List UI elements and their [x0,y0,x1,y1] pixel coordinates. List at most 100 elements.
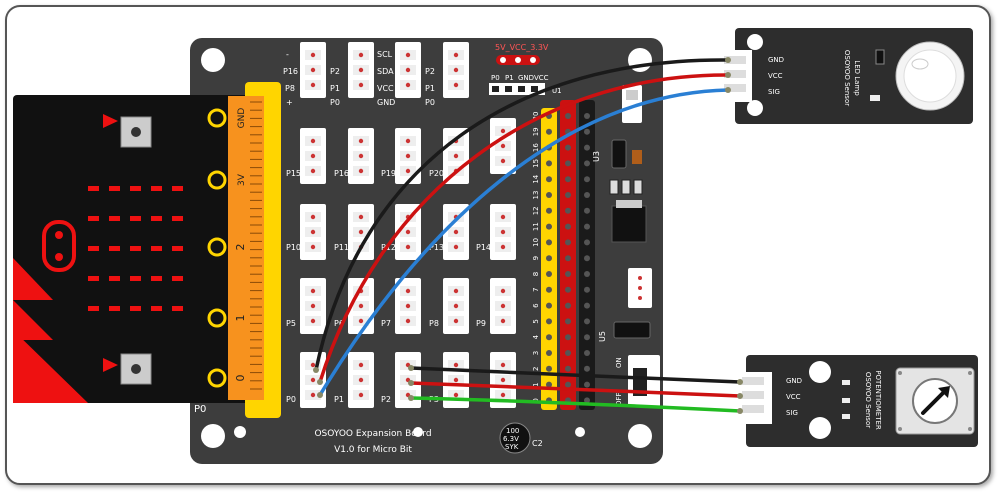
resistor [633,179,643,195]
rail-pin [565,271,571,277]
pin-label: P2 [425,67,435,76]
rail-pin [565,286,571,293]
edge-connector [228,96,264,400]
rail-number: 8 [532,272,540,276]
pin-label: P0 [425,98,435,107]
rail-pin [565,365,571,372]
port-3pin [490,204,516,260]
led-module-name: LED Lamp [853,60,861,96]
rail-number: 14 [532,174,540,183]
matrix-led [151,306,162,311]
port-3pin [348,278,374,334]
rail-pin [546,176,552,183]
port-label: P14 [476,243,491,252]
button-a-cap [131,127,141,137]
rail-pin [565,334,571,341]
rail-pin [584,334,590,341]
rail-number: 12 [532,206,540,215]
led-matrix [88,186,183,311]
rail-pin [546,365,552,372]
wire-black-pot [410,366,741,384]
rail-pin [565,113,571,119]
port-3pin [348,352,374,408]
header-label: P0 [491,74,500,82]
matrix-led [130,246,141,251]
port-label: P20 [429,169,444,178]
matrix-led [88,276,99,281]
rail-number: 13 [532,191,540,200]
rail-pin [565,381,571,388]
cap-value: 100 [506,427,519,435]
rail-pin [584,207,590,214]
rail-pin [565,192,571,198]
port-3pin [490,278,516,334]
led-pin-sig: SIG [768,88,780,96]
rail-pin [565,207,571,214]
wire-black-led [314,58,729,371]
port-label: P7 [381,319,391,328]
microbit-logo [42,220,76,272]
port-3pin [348,42,374,98]
rail-number: 4 [532,334,540,339]
matrix-led [130,186,141,191]
matrix-led [151,186,162,191]
matrix-led [88,306,99,311]
port-3pin [395,278,421,334]
port-label: P8 [429,319,439,328]
pin-label: P16 [283,67,298,76]
pot-module-name: POTENTIOMETER [874,370,882,430]
rail-pin [565,350,571,356]
wire-red-pot [410,381,741,398]
rail-pin [546,223,552,230]
port-label: P11 [334,243,349,252]
port-3pin [395,352,421,408]
port-3pin [395,204,421,260]
potentiometer-module: GND VCC SIG OSOYOO Sensor POTENTIOMETER [736,355,978,447]
cap-code: SYK [505,443,519,451]
matrix-led [109,216,120,221]
matrix-led [88,216,99,221]
ic-label: U5 [598,331,607,342]
rail-pin [584,113,590,119]
port-3pin [395,128,421,184]
matrix-led [151,216,162,221]
pin-label: - [286,50,289,59]
rail-pin [546,128,552,135]
rail-pin [584,192,590,198]
rail-pin [546,207,552,214]
knob-arrow-icon [921,390,946,415]
power-rail [560,100,576,410]
port-3pin [443,352,469,408]
matrix-led [109,276,120,281]
port-3pin [300,278,326,334]
pin-label: SDA [377,67,394,76]
rail-pin [546,255,552,262]
rail-pins [546,113,590,404]
port-3pin [300,128,326,184]
port-3pin [300,42,326,98]
rail-pin [584,350,590,356]
rail-pin [584,239,590,246]
ic-u3 [611,139,627,169]
matrix-led [88,246,99,251]
rail-pin [565,176,571,183]
pin-label: VCC [377,84,394,93]
rail-number: 20 [532,112,540,121]
wire-blue-led [318,88,729,396]
matrix-led [109,306,120,311]
rail-pin [546,318,552,325]
port-label: P19 [381,169,396,178]
header-label: P1 [505,74,514,82]
rail-pin [565,318,571,325]
rail-number: 1 [532,382,540,386]
rail-pin [565,144,571,151]
port-3pin [443,128,469,184]
port-label: P15 [286,169,301,178]
rail-pin [584,302,590,309]
mount-hole [201,48,225,72]
header-label: GND [518,74,534,82]
pin-label: P1 [330,84,340,93]
rail-number: 6 [532,303,540,308]
edge-label-gnd: GND [237,108,247,129]
